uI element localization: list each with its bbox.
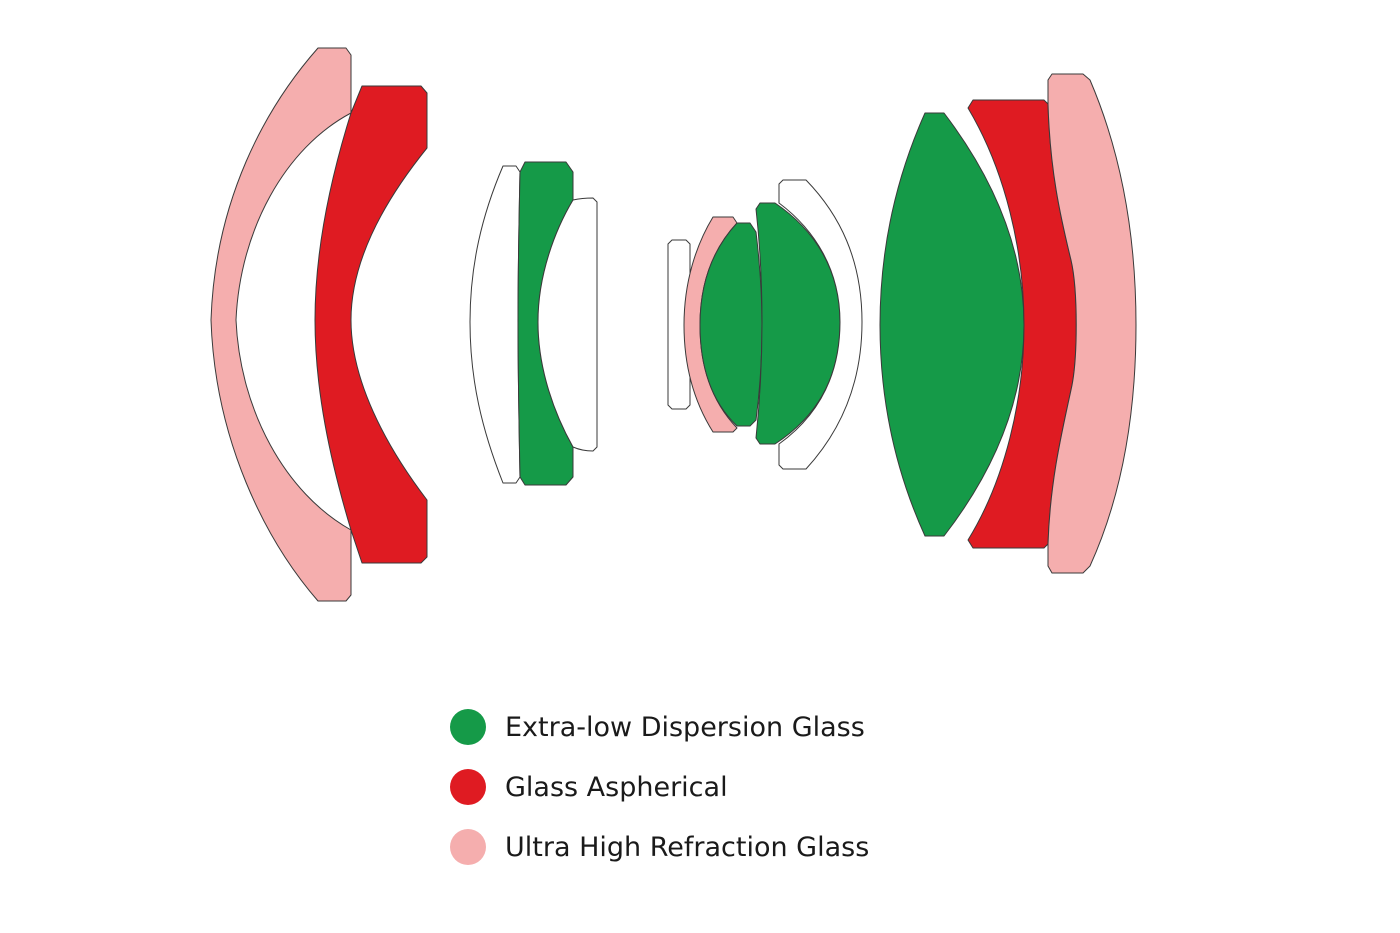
lens-element-10-standard bbox=[778, 179, 863, 470]
legend-item-ultra-high-refraction: Ultra High Refraction Glass bbox=[450, 823, 970, 871]
legend-label: Ultra High Refraction Glass bbox=[505, 831, 870, 863]
legend-item-extra-low-dispersion: Extra-low Dispersion Glass bbox=[450, 703, 970, 751]
legend-swatch-pink-circle-icon bbox=[450, 829, 486, 865]
legend-swatch-green-circle-icon bbox=[450, 709, 486, 745]
legend-swatch-red-circle-icon bbox=[450, 769, 486, 805]
lens-cross-section-diagram bbox=[210, 47, 1137, 602]
lens-element-6-standard bbox=[667, 239, 691, 410]
lens-element-5-standard bbox=[537, 197, 598, 452]
legend: Extra-low Dispersion Glass Glass Aspheri… bbox=[450, 703, 970, 883]
lens-element-13-ultra-high-refraction bbox=[1047, 73, 1137, 574]
legend-label: Glass Aspherical bbox=[505, 771, 728, 803]
lens-element-3-standard bbox=[469, 165, 521, 484]
lens-element-11-extra-low-dispersion bbox=[879, 112, 1025, 537]
lens-element-2-aspherical bbox=[314, 85, 428, 564]
lens-element-1-ultra-high-refraction bbox=[210, 47, 352, 602]
legend-item-aspherical: Glass Aspherical bbox=[450, 763, 970, 811]
legend-label: Extra-low Dispersion Glass bbox=[505, 711, 865, 743]
